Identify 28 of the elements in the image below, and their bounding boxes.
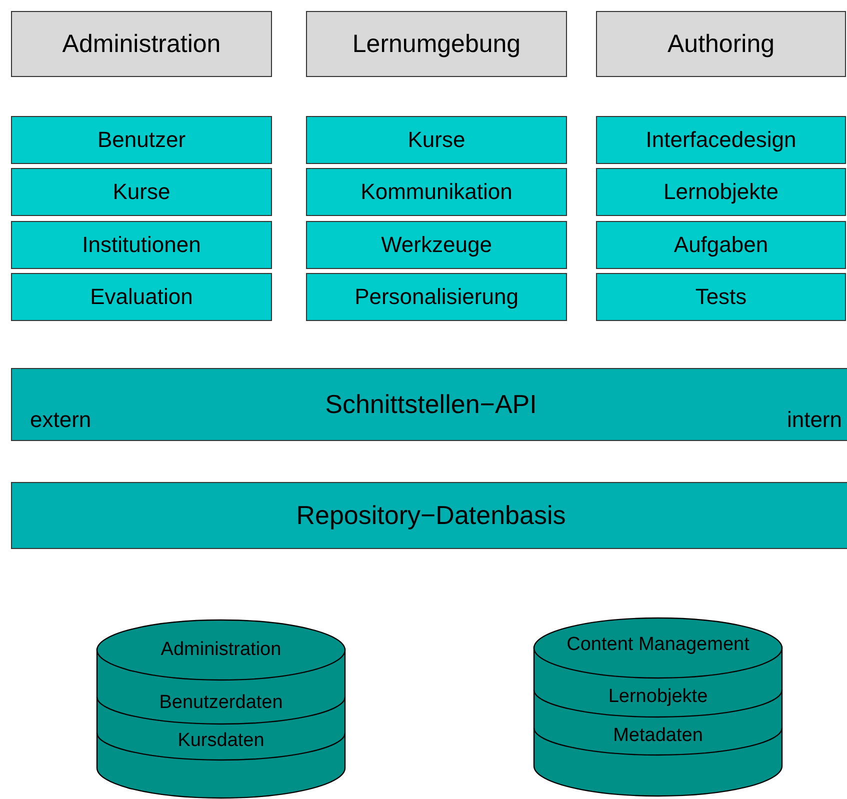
module-box: Aufgaben [596,221,846,269]
api-label: Schnittstellen−API [325,389,537,420]
database-cylinder [533,617,783,797]
layer-label: Lernobjekte [607,686,709,708]
layer-header-box: Administration [11,11,272,77]
module-box: Personalisierung [306,273,567,321]
layer-label: Metadaten [612,725,704,747]
module-box: Werkzeuge [306,221,567,269]
repository-bar: Repository−Datenbasis [11,482,847,549]
module-box: Interfacedesign [596,116,846,164]
layer-header-box: Lernumgebung [306,11,567,77]
module-box: Kommunikation [306,168,567,216]
module-box: Tests [596,273,846,321]
module-box: Lernobjekte [596,168,846,216]
layer-label: Kursdaten [176,730,266,752]
side-label: intern [786,407,842,433]
module-box: Evaluation [11,273,272,321]
module-box: Benutzer [11,116,272,164]
module-box: Institutionen [11,221,272,269]
module-box: Kurse [11,168,272,216]
module-box: Kurse [306,116,567,164]
api-bar [11,368,847,441]
layer-label: Benutzerdaten [158,692,284,714]
layer-label: Content Management [566,634,750,656]
database-cylinder [96,619,346,799]
side-label: extern [30,407,92,433]
layer-header-box: Authoring [596,11,846,77]
layer-label: Administration [160,639,282,661]
